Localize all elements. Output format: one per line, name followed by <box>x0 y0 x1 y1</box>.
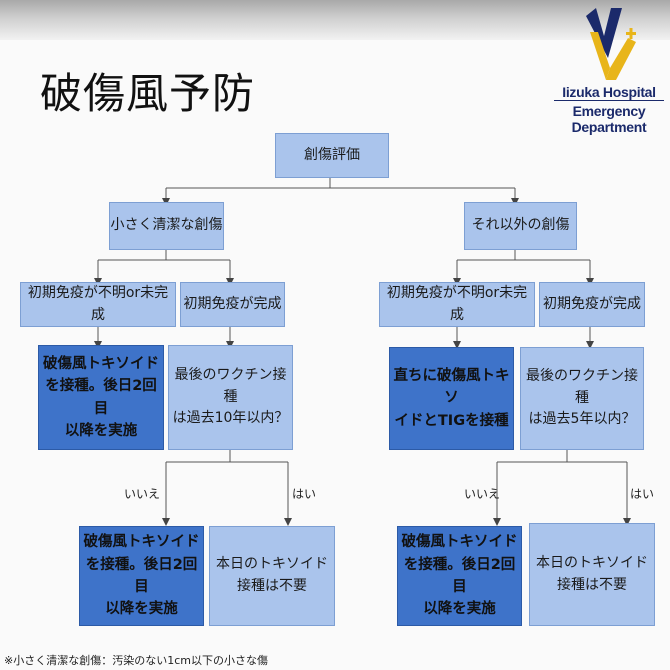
other-wound-label: それ以外の創傷 <box>471 217 570 234</box>
left-immunity-unknown-label: 初期免疫が不明or未完成 <box>27 284 169 323</box>
left-question-box: 最後のワクチン接種 は過去10年以内？ <box>168 345 293 450</box>
right-no-action-line1: 破傷風トキソイド <box>401 534 518 551</box>
left-unknown-action-line1: 破傷風トキソイド <box>43 355 159 372</box>
right-no-label: いいえ <box>464 487 501 501</box>
right-immunity-complete-box: 初期免疫が完成 <box>539 282 645 327</box>
left-no-action-line3: 以降を実施 <box>105 601 178 618</box>
left-immunity-complete-label: 初期免疫が完成 <box>183 295 282 312</box>
other-wound-box: それ以外の創傷 <box>464 202 577 250</box>
right-no-action-line2: を接種。後日2回目 <box>403 556 516 595</box>
right-question-line2: は過去5年以内？ <box>528 411 636 428</box>
left-unknown-action-box: 破傷風トキソイド を接種。後日2回目 以降を実施 <box>38 345 164 450</box>
right-unknown-action-line1: 直ちに破傷風トキソ <box>393 367 510 407</box>
left-yes-action-box: 本日のトキソイド 接種は不要 <box>209 526 335 626</box>
left-no-label: いいえ <box>124 487 161 501</box>
wound-assessment-label: 創傷評価 <box>304 146 360 163</box>
right-immunity-unknown-label: 初期免疫が不明or未完成 <box>386 284 528 323</box>
logo-text-line1: Iizuka Hospital <box>562 84 656 100</box>
right-unknown-action-line2: イドとTIGを接種 <box>394 412 509 429</box>
left-no-action-box: 破傷風トキソイド を接種。後日2回目 以降を実施 <box>79 526 204 626</box>
left-unknown-action-line2: を接種。後日2回目 <box>45 378 157 417</box>
right-question-box: 最後のワクチン接種 は過去5年以内？ <box>520 347 644 450</box>
right-question-line1: 最後のワクチン接種 <box>526 367 638 406</box>
hospital-logo: Iizuka Hospital Emergency Department <box>548 0 670 135</box>
logo-divider <box>554 100 664 101</box>
logo-mark-icon <box>586 8 636 80</box>
left-yes-label: はい <box>292 487 317 501</box>
right-yes-action-line2: 接種は不要 <box>557 576 627 593</box>
page-title: 破傷風予防 <box>40 69 256 118</box>
small-clean-wound-box: 小さく清潔な創傷 <box>109 202 224 250</box>
left-yes-action-line2: 接種は不要 <box>237 578 307 594</box>
right-unknown-action-box: 直ちに破傷風トキソ イドとTIGを接種 <box>389 347 514 450</box>
left-yes-action-line1: 本日のトキソイド <box>216 556 328 573</box>
right-yes-action-box: 本日のトキソイド 接種は不要 <box>529 523 655 626</box>
left-question-line1: 最後のワクチン接種 <box>174 366 287 405</box>
right-immunity-unknown-box: 初期免疫が不明or未完成 <box>379 282 535 327</box>
left-no-action-line2: を接種。後日2回目 <box>85 556 198 595</box>
small-clean-wound-label: 小さく清潔な創傷 <box>110 217 223 234</box>
right-no-action-box: 破傷風トキソイド を接種。後日2回目 以降を実施 <box>397 526 522 626</box>
left-immunity-unknown-box: 初期免疫が不明or未完成 <box>20 282 176 327</box>
left-question-line2: は過去10年以内？ <box>172 410 289 427</box>
footnote: ※小さく清潔な創傷：汚染のない1cm以下の小さな傷 <box>4 654 268 667</box>
left-immunity-complete-box: 初期免疫が完成 <box>180 282 285 327</box>
top-gradient-band <box>0 0 670 40</box>
right-immunity-complete-label: 初期免疫が完成 <box>543 295 641 312</box>
logo-text-line2: Emergency Department <box>571 103 647 135</box>
right-no-action-line3: 以降を実施 <box>423 601 496 618</box>
right-yes-label: はい <box>630 487 655 501</box>
left-unknown-action-line3: 以降を実施 <box>64 422 138 439</box>
left-no-action-line1: 破傷風トキソイド <box>83 534 200 551</box>
wound-assessment-box: 創傷評価 <box>275 133 389 178</box>
right-yes-action-line1: 本日のトキソイド <box>536 554 648 571</box>
